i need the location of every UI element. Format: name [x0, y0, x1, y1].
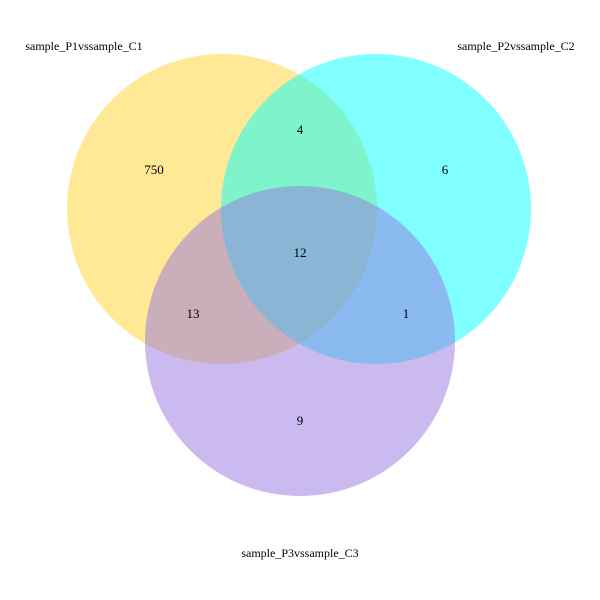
count-p1-only: 750 — [144, 162, 164, 177]
set-labels: sample_P1vssample_C1 sample_P2vssample_C… — [25, 39, 574, 560]
count-p1-p3: 13 — [187, 306, 200, 321]
set-label-p1: sample_P1vssample_C1 — [25, 39, 142, 53]
count-all-three: 12 — [294, 245, 307, 260]
count-p2-p3: 1 — [403, 306, 410, 321]
set-label-p2: sample_P2vssample_C2 — [457, 39, 574, 53]
region-counts: 750 6 9 4 13 1 12 — [144, 122, 449, 428]
set-circles — [67, 54, 531, 496]
set-circle-p3 — [145, 186, 455, 496]
count-p1-p2: 4 — [297, 122, 304, 137]
count-p3-only: 9 — [297, 413, 304, 428]
set-label-p3: sample_P3vssample_C3 — [241, 546, 358, 560]
count-p2-only: 6 — [442, 162, 449, 177]
